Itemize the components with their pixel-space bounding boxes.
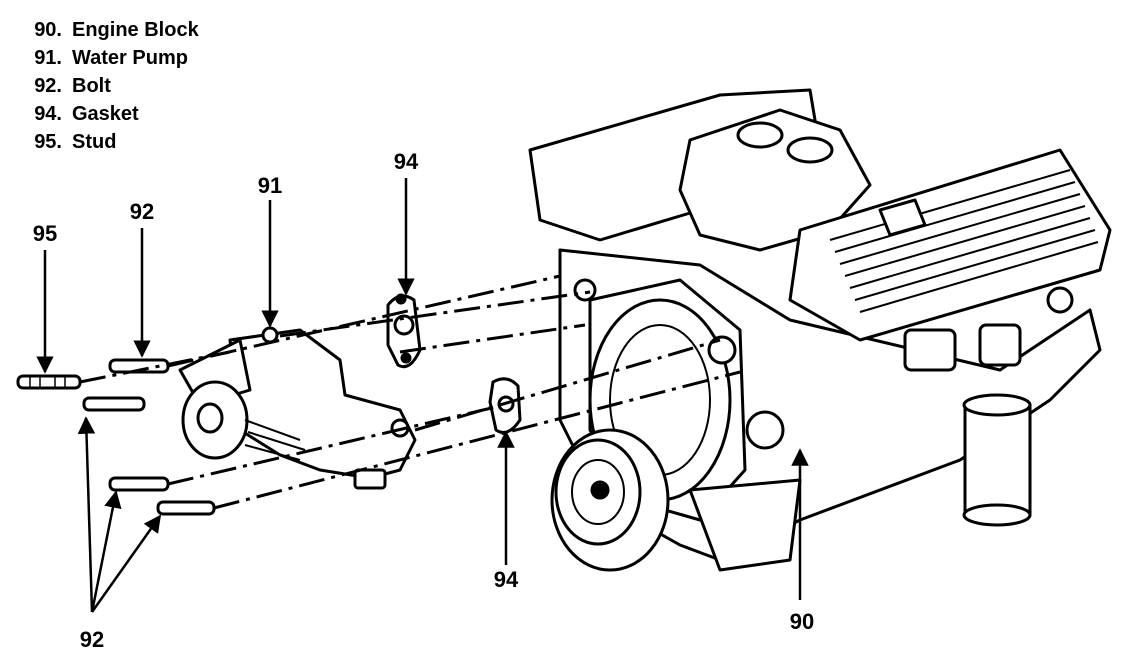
- legend-item-gasket: 94. Gasket: [16, 100, 199, 128]
- legend-label: Gasket: [72, 103, 139, 125]
- water-pump-drawing: [178, 326, 417, 490]
- parts-legend: 90. Engine Block 91. Water Pump 92. Bolt…: [16, 16, 199, 156]
- engine-block-drawing: [528, 88, 1112, 572]
- callout-bolt-top: 92: [129, 199, 155, 224]
- callout-stud: 95: [32, 221, 58, 246]
- legend-number: 91.: [34, 47, 62, 69]
- legend-item-engine-block: 90. Engine Block: [16, 16, 199, 44]
- gasket-bottom-drawing: [488, 377, 522, 434]
- legend-label: Water Pump: [72, 47, 188, 69]
- stud-drawing: [16, 374, 82, 390]
- legend-label: Stud: [72, 131, 117, 153]
- legend-label: Engine Block: [72, 19, 199, 41]
- callout-water-pump: 91: [257, 173, 283, 198]
- legend-item-bolt: 92. Bolt: [16, 72, 199, 100]
- legend-number: 94.: [34, 103, 62, 125]
- legend-item-stud: 95. Stud: [16, 128, 199, 156]
- legend-number: 92.: [34, 75, 62, 97]
- legend-item-water-pump: 91. Water Pump: [16, 44, 199, 72]
- callout-gasket-bottom: 94: [493, 567, 519, 592]
- callout-engine-block: 90: [789, 609, 815, 634]
- legend-number: 90.: [34, 19, 62, 41]
- gasket-top-drawing: [386, 293, 422, 369]
- callout-bolts-bottom: 92: [79, 627, 105, 652]
- legend-label: Bolt: [72, 75, 111, 97]
- bolts-drawing: [82, 358, 216, 516]
- leader-arrows: [36, 178, 809, 613]
- alignment-lines: [79, 274, 741, 510]
- legend-number: 95.: [34, 131, 62, 153]
- callout-gasket-top: 94: [393, 149, 419, 174]
